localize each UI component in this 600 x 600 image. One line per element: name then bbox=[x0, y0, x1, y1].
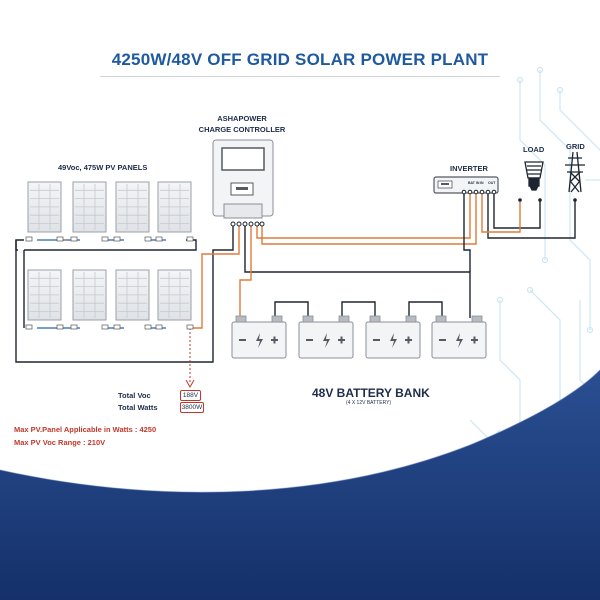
total-voc-value: 188V bbox=[180, 390, 201, 401]
note-max-watts: Max PV.Panel Applicable in Watts : 4250 bbox=[14, 425, 157, 434]
controller-label: CHARGE CONTROLLER bbox=[198, 125, 286, 134]
inverter-terminal-bat-in: BAT IN bbox=[468, 181, 480, 185]
wire-row1-left bbox=[15, 239, 24, 251]
battery-1 bbox=[231, 315, 287, 359]
title-divider bbox=[100, 76, 500, 77]
solar-panel-1 bbox=[25, 181, 64, 242]
solar-panel-8 bbox=[155, 269, 194, 330]
panels-label: 49Voc, 475W PV PANELS bbox=[58, 163, 148, 172]
inverter-label: INVERTER bbox=[450, 164, 488, 173]
solar-panel-3 bbox=[113, 181, 152, 242]
pv-positive-wire bbox=[190, 226, 240, 329]
load-bulb-icon bbox=[524, 161, 544, 191]
grid-wire bbox=[487, 193, 576, 239]
grid-label: GRID bbox=[566, 142, 585, 151]
battery-bank-subtitle: (4 X 12V BATTERY) bbox=[346, 400, 392, 406]
controller-battery-positive bbox=[239, 226, 252, 318]
solar-panel-2 bbox=[70, 181, 109, 242]
battery-bank-title: 48V BATTERY BANK bbox=[312, 386, 430, 400]
inverter-terminal-4 bbox=[479, 189, 485, 195]
wire-row1-return bbox=[24, 239, 197, 251]
total-watts-value: 3800W bbox=[180, 402, 204, 413]
controller-inverter-wire-b bbox=[261, 193, 477, 245]
total-voc-label: Total Voc bbox=[118, 391, 151, 400]
solar-panel-4 bbox=[155, 181, 194, 242]
grid-tower-icon bbox=[565, 151, 585, 193]
navy-wave bbox=[0, 370, 600, 600]
inverter-terminal-out: OUT bbox=[488, 181, 496, 185]
battery-inverter-wire bbox=[463, 193, 471, 272]
battery-4 bbox=[431, 315, 487, 359]
load-wire-neg bbox=[493, 193, 541, 229]
total-watts-label: Total Watts bbox=[118, 403, 158, 412]
wave-highlight bbox=[0, 369, 600, 493]
controller-terminal-6 bbox=[259, 221, 265, 227]
load-terminal-2 bbox=[518, 198, 522, 202]
controller-terminal-1 bbox=[230, 221, 236, 227]
controller-terminal-2 bbox=[236, 221, 242, 227]
grid-terminal bbox=[573, 198, 577, 202]
solar-panel-5 bbox=[25, 269, 64, 330]
battery-2 bbox=[298, 315, 354, 359]
load-label: LOAD bbox=[523, 145, 545, 154]
inverter-terminal-6 bbox=[491, 189, 497, 195]
battery-link-1 bbox=[274, 301, 309, 318]
controller-battery-negative bbox=[244, 226, 471, 318]
controller-inverter-wire-a bbox=[256, 193, 471, 239]
inverter-terminal-in: IN bbox=[480, 181, 484, 185]
note-max-voc: Max PV Voc Range : 210V bbox=[14, 438, 106, 447]
controller-terminal-4 bbox=[248, 221, 254, 227]
controller-terminal-3 bbox=[242, 221, 248, 227]
inverter-terminal-5 bbox=[485, 189, 491, 195]
charge-controller bbox=[212, 139, 274, 219]
solar-panel-7 bbox=[113, 269, 152, 330]
circuit-background bbox=[436, 66, 600, 484]
battery-3 bbox=[365, 315, 421, 359]
inverter-terminal-3 bbox=[473, 189, 479, 195]
load-terminal-1 bbox=[538, 198, 542, 202]
battery-link-3 bbox=[408, 301, 443, 318]
battery-link-2 bbox=[341, 301, 376, 318]
controller-brand: ASHAPOWER bbox=[217, 114, 267, 123]
inverter-terminal-2 bbox=[467, 189, 473, 195]
controller-terminal-5 bbox=[254, 221, 260, 227]
pv-negative-wire bbox=[15, 226, 234, 363]
totals-pointer-arrow bbox=[185, 379, 195, 389]
solar-panel-6 bbox=[70, 269, 109, 330]
page-title: 4250W/48V OFF GRID SOLAR POWER PLANT bbox=[111, 50, 489, 69]
load-wire-pos bbox=[481, 193, 521, 233]
inverter-terminal-1 bbox=[461, 189, 467, 195]
